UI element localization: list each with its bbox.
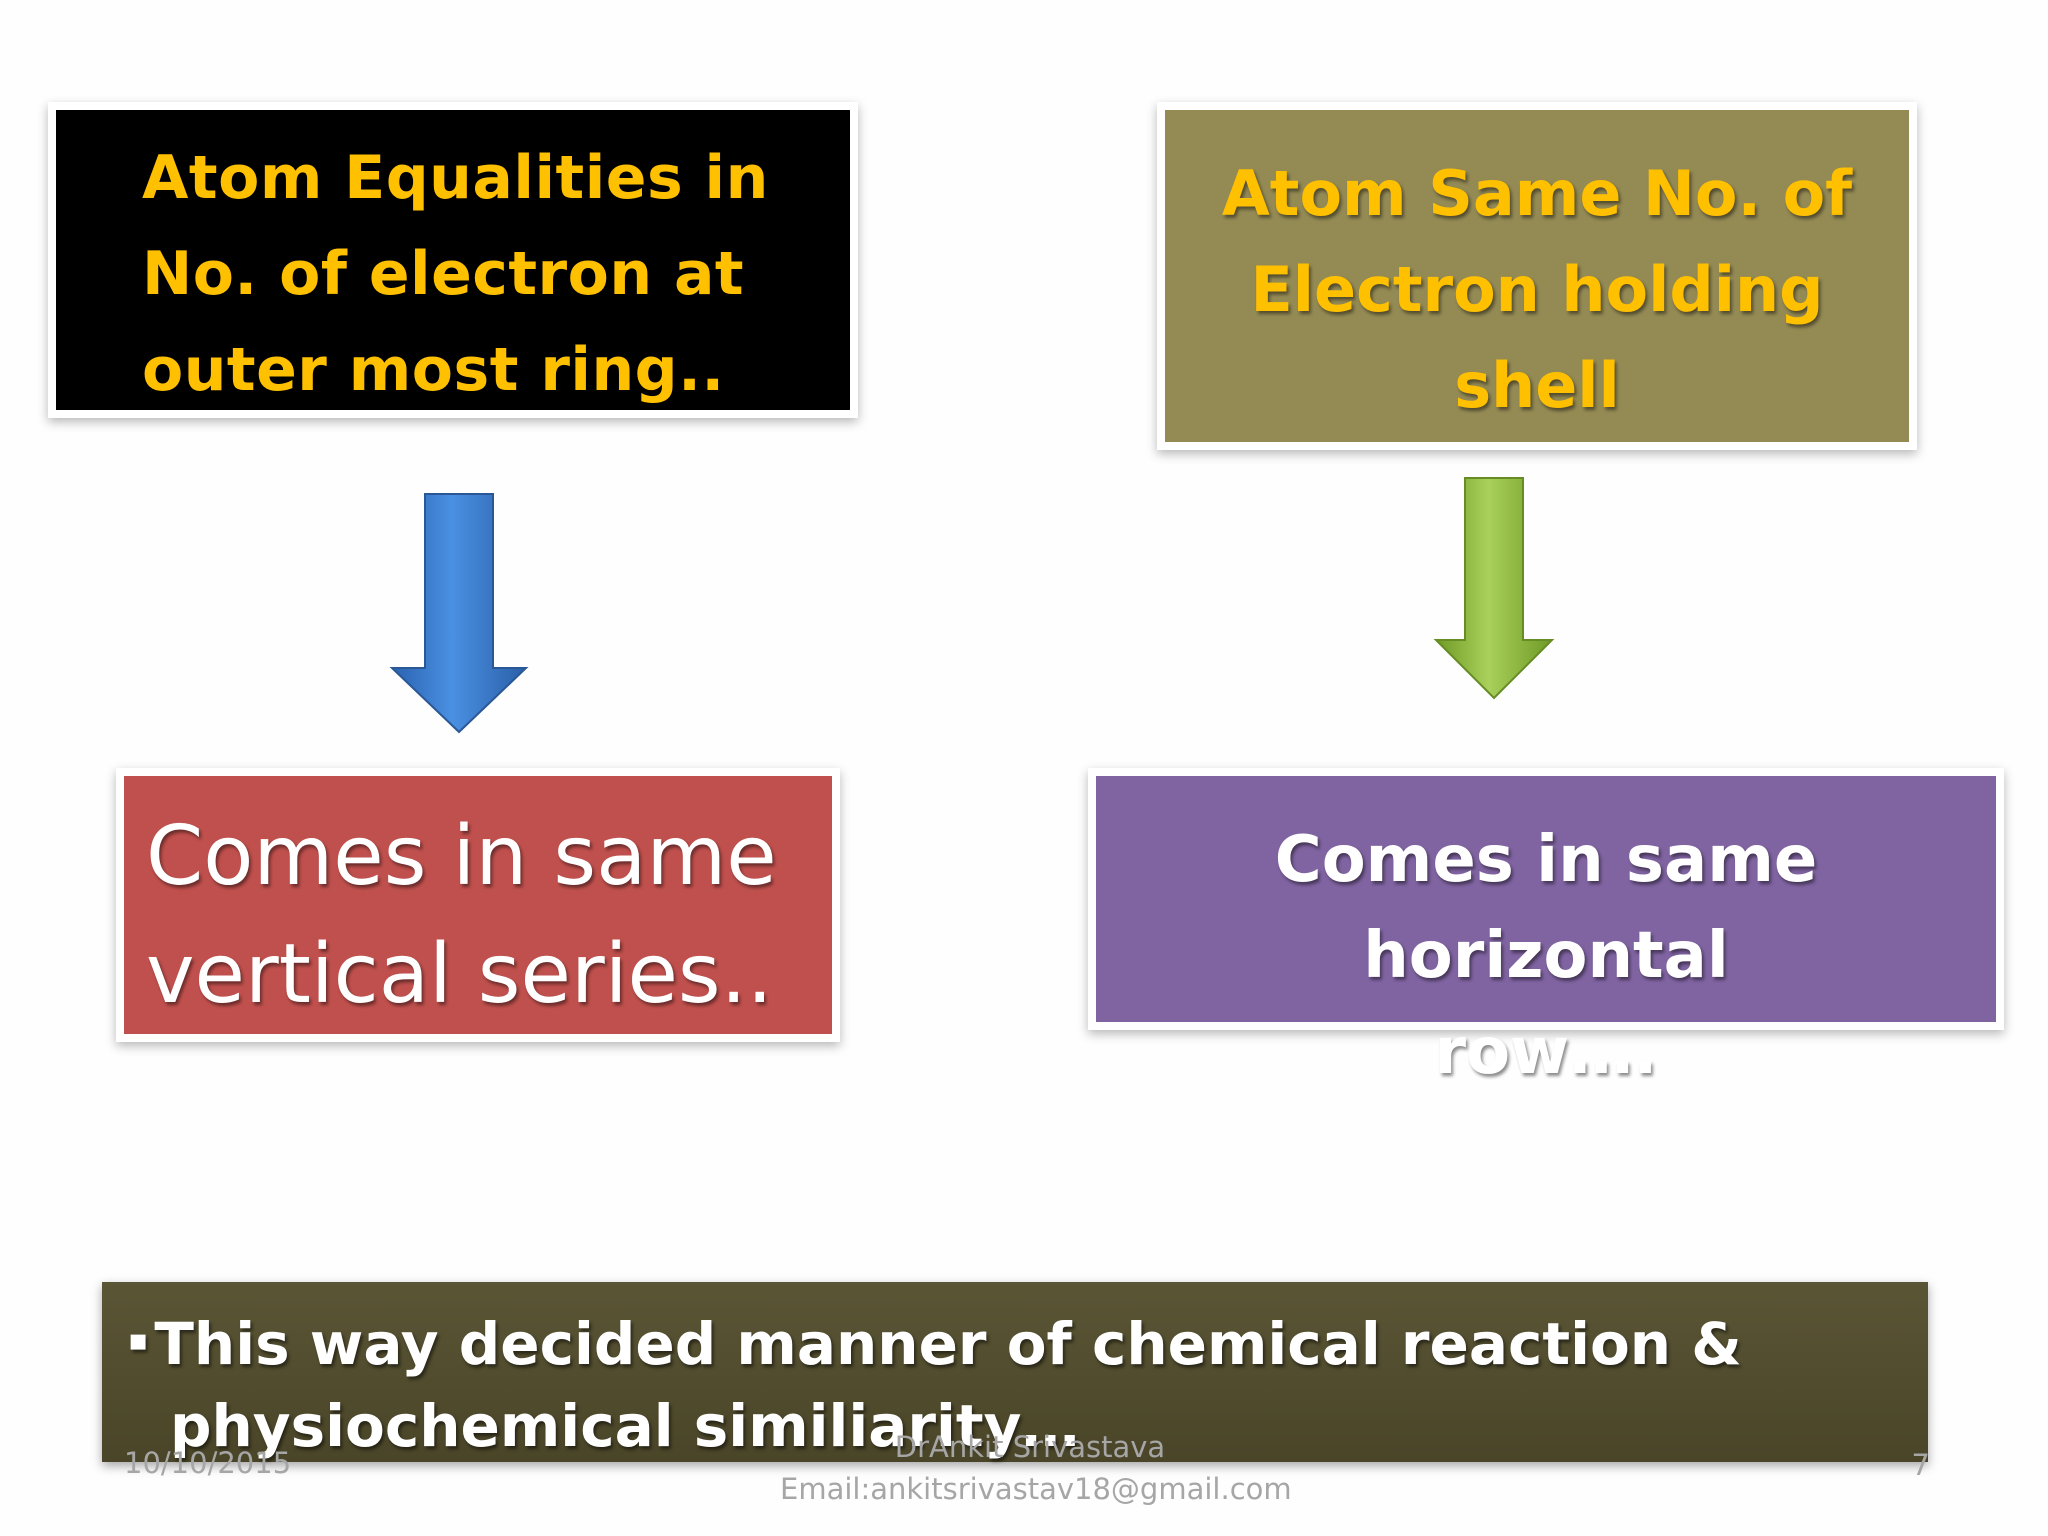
box-vertical-series: Comes in same vertical series.. [116, 768, 840, 1042]
footer-author: DrAnkit Srivastava [894, 1430, 1166, 1464]
box-horizontal-row: Comes in same horizontal row…. [1088, 768, 2004, 1089]
down-arrow-icon [389, 493, 529, 734]
box-atom-equalities: Atom Equalities in No. of electron at ou… [48, 102, 858, 418]
summary-bar: ▪This way decided manner of chemical rea… [102, 1282, 1928, 1462]
footer-date: 10/10/2015 [124, 1446, 292, 1480]
box-vertical-series-line-2: vertical series.. [146, 927, 773, 1022]
box-atom-same-shell: Atom Same No. of Electron holding shell [1157, 102, 1917, 450]
square-bullet-icon: ▪ [128, 1323, 149, 1358]
box-atom-equalities-line-1: Atom Equalities in [142, 143, 769, 213]
box-horizontal-row-line-1: Comes in same horizontal [1274, 823, 1818, 993]
box-atom-same-shell-line-1: Atom Same No. of [1221, 157, 1853, 230]
footer-email: Email:ankitsrivastav18@gmail.com [780, 1472, 1292, 1506]
footer-author-block: DrAnkit Srivastava Email:ankitsrivastav1… [780, 1426, 1292, 1510]
box-atom-equalities-line-3: outer most ring.. [142, 335, 725, 405]
summary-line-2: physiochemical similiarity… [170, 1392, 1080, 1460]
box-vertical-series-line-1: Comes in same [146, 809, 777, 904]
box-horizontal-row-line-2: row…. [1434, 1015, 1658, 1089]
down-arrow-icon [1433, 477, 1555, 700]
box-atom-equalities-line-2: No. of electron at [142, 239, 745, 309]
summary-line-1: This way decided manner of chemical reac… [154, 1310, 1742, 1378]
box-atom-same-shell-line-3: shell [1454, 349, 1620, 422]
footer-page-number: 7 [1911, 1448, 1930, 1482]
box-atom-same-shell-line-2: Electron holding [1250, 253, 1824, 326]
